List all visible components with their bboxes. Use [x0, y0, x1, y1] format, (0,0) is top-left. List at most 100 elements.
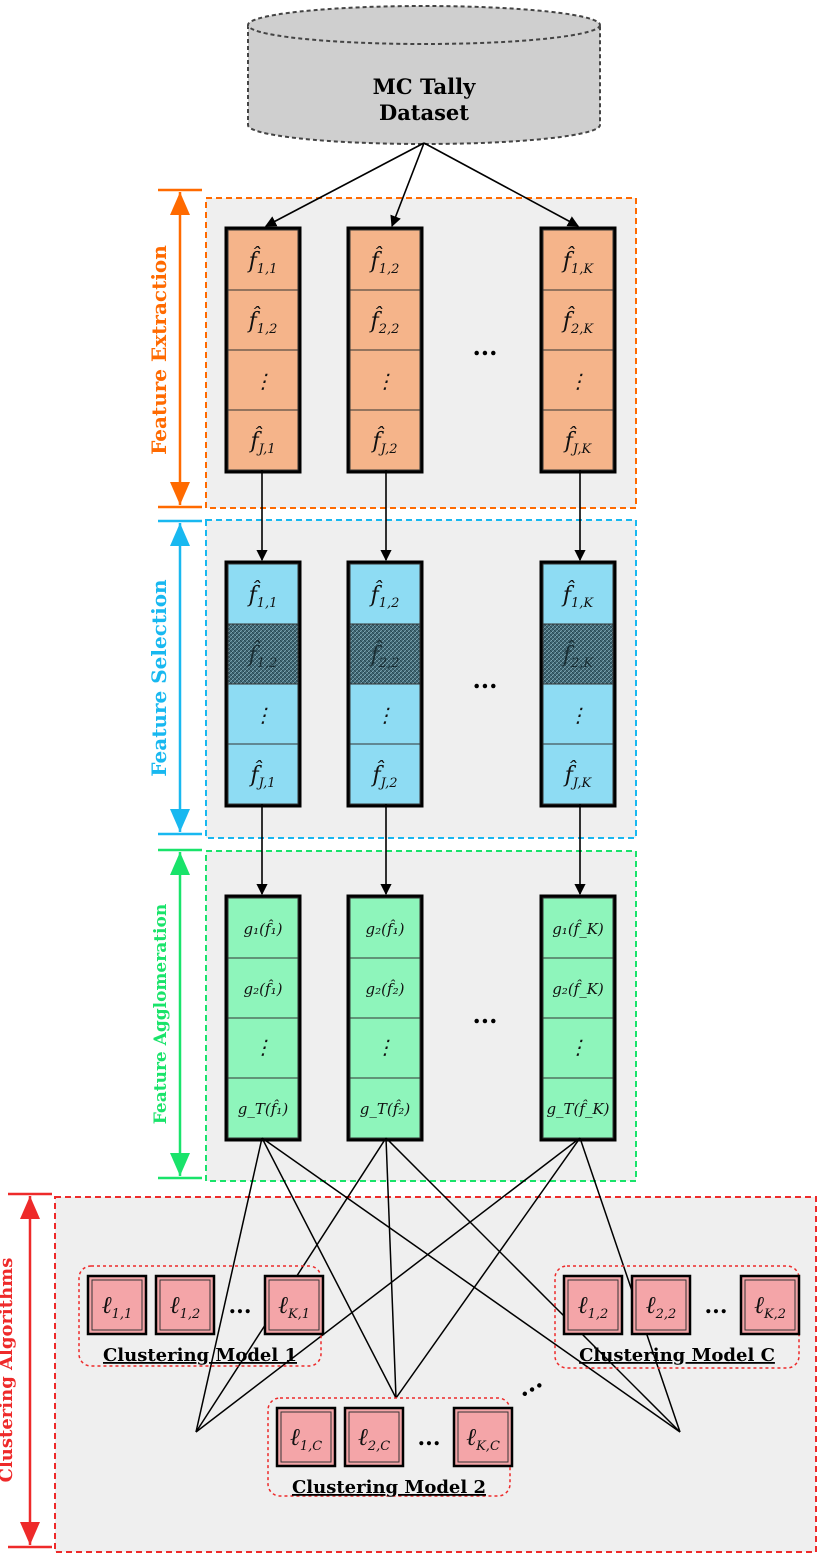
selection-cell-label: ⋮ — [253, 703, 273, 727]
agglomeration-cell — [542, 1077, 614, 1139]
agglomeration-cell-label: g₂(f̂₁) — [244, 980, 283, 998]
model-outline — [78, 1265, 322, 1367]
selection-column-border — [539, 560, 617, 808]
selection-stage-label: Feature Selection — [147, 579, 171, 777]
extraction-cell-label: ⋮ — [253, 369, 273, 393]
selection-cell — [227, 683, 299, 745]
cluster-label-inner — [744, 1279, 796, 1331]
agglomeration-indicator: Feature Agglomeration — [151, 848, 202, 1180]
model-connections — [195, 1137, 681, 1433]
extraction-cell — [349, 229, 421, 291]
agglomeration-cell-label: g₂(f̂₂) — [366, 980, 405, 998]
extraction-cell — [349, 349, 421, 411]
agglomeration-cell — [349, 1077, 421, 1139]
agglomeration-stage-label: Feature Agglomeration — [151, 904, 171, 1124]
selection-cell — [349, 683, 421, 745]
selection-cell-label: ⋮ — [568, 703, 588, 727]
extraction-column-border — [346, 226, 424, 474]
agglomeration-cell-label: g₁(f̂₁) — [244, 920, 283, 938]
extraction-cell — [542, 229, 614, 291]
model-title: Clustering Model 1 — [103, 1345, 297, 1366]
cluster-label-inner — [268, 1279, 320, 1331]
agglomeration-columns: g₁(f̂₁) g₂(f̂₁) ⋮ g_T(f̂₁) g₂(f̂₁)g₂(f̂₂)⋮g_… — [224, 894, 617, 1142]
cluster-label-text: ℓ2,C — [358, 1423, 390, 1454]
selection-cell — [349, 623, 421, 685]
stage-arrows — [256, 470, 586, 896]
model-ellipsis: ... — [705, 1293, 728, 1319]
extraction-stage-label: Feature Extraction — [147, 245, 171, 455]
agglomeration-cell-label: ⋮ — [253, 1035, 273, 1059]
clustering-indicator: Clustering Algorithms — [0, 1192, 52, 1549]
agglomeration-cell-label: g_T(f̂₂) — [360, 1100, 411, 1118]
model-title: Clustering Model 2 — [292, 1477, 486, 1498]
extraction-column-3: f̂1,Kf̂2,K⋮f̂J,K — [539, 226, 617, 474]
agglomeration-column-1: g₁(f̂₁) g₂(f̂₁) ⋮ g_T(f̂₁) — [224, 894, 302, 1142]
agglomeration-cell — [542, 957, 614, 1019]
extraction-cell — [349, 409, 421, 471]
clustering-models: ℓ1,1 ℓ1,2 ℓK,1... Clustering Model 1 ℓ1,C ℓ2,… — [78, 1265, 801, 1498]
selection-cell — [349, 563, 421, 625]
agglomeration-cell-label: g₂(f̂_K) — [552, 980, 604, 998]
extraction-cell — [227, 229, 299, 291]
agglomeration-cell — [349, 1017, 421, 1079]
agglomeration-cell-label: g_T(f̂_K) — [546, 1100, 609, 1118]
cluster-label-text: ℓ1,C — [290, 1423, 322, 1454]
cluster-label-text: ℓ1,1 — [102, 1291, 133, 1322]
cluster-label-cell — [739, 1274, 801, 1336]
cluster-label-text: ℓ1,2 — [578, 1291, 609, 1322]
extraction-column-border — [224, 226, 302, 474]
model-ellipsis: ... — [229, 1293, 252, 1319]
agglomeration-cell-label: g₁(f̂_K) — [552, 920, 604, 938]
selection-column-1: f̂1,1f̂1,2⋮f̂J,1 — [224, 560, 302, 808]
selection-cell — [227, 623, 299, 685]
extraction-cell — [542, 349, 614, 411]
agglomeration-ellipsis: ... — [472, 1000, 497, 1029]
cluster-label-inner — [635, 1279, 687, 1331]
selection-column-border — [224, 560, 302, 808]
cluster-label-cell — [452, 1406, 514, 1468]
cluster-label-cell — [154, 1274, 216, 1336]
cluster-label-cell — [343, 1406, 405, 1468]
agglomeration-cell — [542, 1017, 614, 1079]
cluster-label-text: ℓK,C — [466, 1423, 500, 1454]
cluster-label-inner — [159, 1279, 211, 1331]
selection-indicator: Feature Selection — [147, 519, 202, 836]
extraction-cell-label: f̂J,K — [563, 427, 593, 457]
extraction-cell-label: ⋮ — [375, 369, 395, 393]
agglomeration-cell — [542, 897, 614, 959]
cluster-label-inner — [280, 1411, 332, 1463]
extraction-cell — [227, 349, 299, 411]
agglomeration-cell-label: g_T(f̂₁) — [238, 1100, 289, 1118]
cluster-label-inner — [348, 1411, 400, 1463]
cluster-label-cell — [86, 1274, 148, 1336]
extraction-cell — [227, 289, 299, 351]
extraction-column-2: f̂1,2f̂2,2⋮f̂J,2 — [346, 226, 424, 474]
agglomeration-column-3: g₁(f̂_K)g₂(f̂_K)⋮g_T(f̂_K) — [539, 894, 617, 1142]
cluster-label-text: ℓK,1 — [278, 1291, 310, 1322]
clustering-panel — [54, 1196, 817, 1553]
extraction-cell — [542, 289, 614, 351]
selection-cell — [227, 743, 299, 805]
extraction-cell — [542, 409, 614, 471]
agglomeration-cell — [227, 897, 299, 959]
cluster-label-text: ℓ1,2 — [170, 1291, 201, 1322]
agglomeration-cell — [227, 1017, 299, 1079]
selection-cell — [542, 743, 614, 805]
cluster-label-text: ℓK,2 — [754, 1291, 786, 1322]
selection-cell — [542, 683, 614, 745]
selection-column-3: f̂1,Kf̂2,K⋮f̂J,K — [539, 560, 617, 808]
extraction-indicator: Feature Extraction — [147, 188, 202, 509]
dataset-cylinder: MC Tally Dataset — [247, 5, 601, 145]
extraction-column-border — [539, 226, 617, 474]
extraction-cell — [227, 409, 299, 471]
extraction-column-1: f̂1,1f̂1,2⋮f̂J,1 — [224, 226, 302, 474]
extraction-cell — [349, 289, 421, 351]
selection-columns: f̂1,1f̂1,2⋮f̂J,1f̂1,2f̂2,2⋮f̂J,2f̂1,Kf̂2… — [224, 560, 617, 808]
extraction-cell-label: ⋮ — [568, 369, 588, 393]
selection-cell — [349, 743, 421, 805]
selection-cell — [542, 563, 614, 625]
cluster-label-inner — [457, 1411, 509, 1463]
agglomeration-column-2: g₂(f̂₁)g₂(f̂₂)⋮g_T(f̂₂) — [346, 894, 424, 1142]
selection-cell-label: ⋮ — [375, 703, 395, 727]
